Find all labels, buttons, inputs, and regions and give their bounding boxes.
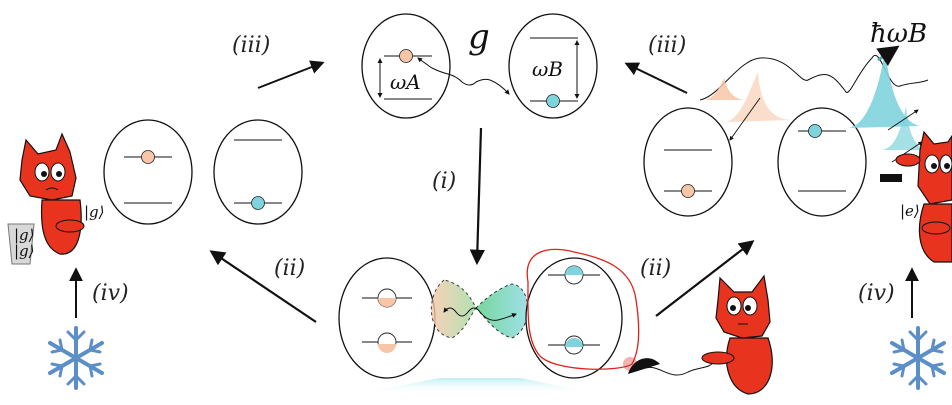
arrow-i — [469, 127, 486, 266]
bottom-coupling-wave — [443, 307, 517, 321]
ket-g-label: |g⟩ — [84, 203, 105, 221]
bottom-qubit-a-lower-fill — [378, 344, 396, 353]
photon-energy-label: ħωB — [870, 19, 927, 49]
probe-loop — [526, 248, 640, 370]
left-qubit-b-excitation — [251, 196, 265, 210]
qubit-a-ellipse — [361, 13, 451, 119]
qubit-b-excitation — [546, 94, 560, 108]
packet-a-direction-arrow — [729, 97, 761, 141]
right-demon-pupil-right — [944, 163, 950, 169]
bottom-demon-pupil-right — [745, 305, 751, 311]
snowflake-left-branches — [50, 330, 102, 386]
arrow-iii-left — [257, 60, 325, 89]
right-qubit-a-ellipse — [643, 107, 733, 217]
right-qubit-b-ellipse — [777, 107, 867, 217]
step-iv-right-label: (iv) — [858, 281, 895, 306]
arrow-iii-right — [624, 62, 688, 94]
left-demon-pupil-right — [56, 171, 62, 177]
packet-a-small — [703, 78, 744, 100]
packet-b-large — [848, 50, 920, 128]
bottom-qubit-b-ellipse — [525, 257, 623, 379]
right-demon-tool — [880, 174, 902, 182]
left-qubit-pair — [103, 119, 303, 225]
right-qubit-a-excitation — [681, 184, 695, 198]
left-demon-arm — [55, 219, 85, 233]
omega-b-label: ωB — [532, 57, 563, 81]
snowflake-left-arm-diagonal-b — [48, 341, 104, 375]
bottom-demon-arm — [701, 351, 735, 365]
right-demon-arm — [895, 153, 921, 167]
coupling-wave — [417, 57, 510, 95]
bottom-measurement — [338, 248, 717, 394]
bottom-demon-body — [726, 337, 773, 395]
bucket-ket-bottom: |g⟩ — [14, 242, 35, 260]
step-ii-left-label: (ii) — [274, 256, 305, 281]
bucket-icon — [7, 223, 35, 265]
demon-icon: |g⟩ |g⟩ |g⟩ — [7, 132, 105, 265]
snowflake-right-branches — [892, 330, 944, 386]
packet-b-direction-arrow-upper — [887, 109, 919, 131]
left-demon-mouth — [45, 187, 59, 191]
photon-arrow — [876, 45, 900, 67]
step-iii-left-label: (iii) — [232, 33, 270, 58]
bottom-qubit-b-upper-fill — [565, 266, 583, 275]
step-iii-right-label: (iii) — [648, 33, 686, 58]
snowflake-icon — [48, 326, 104, 390]
packet-b-small — [882, 106, 928, 150]
right-qubit-b-excitation — [808, 124, 822, 138]
bottom-qubit-a-upper-fill — [378, 298, 396, 307]
step-i-label: (i) — [432, 169, 456, 194]
left-qubit-b-ellipse — [213, 119, 303, 225]
omega-a-label: ωA — [390, 70, 421, 94]
bottom-demon-pupil-left — [730, 305, 736, 311]
detector-cable — [645, 359, 717, 376]
detector-icon — [628, 358, 660, 374]
arrow-ii-left — [209, 250, 317, 323]
qubit-a-excitation — [399, 49, 413, 63]
left-qubit-a-ellipse — [103, 119, 193, 225]
arrow-ii-right — [655, 240, 755, 317]
right-demon-lower-arm — [921, 221, 951, 235]
step-ii-right-label: (ii) — [640, 256, 671, 281]
step-iv-left-label: (iv) — [92, 281, 129, 306]
coupled-qubits-top: ωA ωB g — [361, 13, 598, 119]
bottom-qubit-a-ellipse — [338, 257, 436, 379]
packet-a-large — [725, 72, 790, 122]
right-demon-pupil-left — [931, 163, 937, 169]
left-demon-pupil-left — [41, 171, 47, 177]
bucket-ket-top: |g⟩ — [14, 226, 35, 244]
bottom-qubit-b-lower-fill — [565, 338, 583, 347]
coupling-label: g — [468, 17, 490, 57]
right-lobe — [475, 283, 529, 339]
snowflake-right-arm-diagonal-b — [890, 341, 946, 375]
emitted-wave-packets: ħωB — [699, 19, 929, 163]
light-beam — [356, 378, 600, 394]
demon-icon: |e⟩ — [880, 130, 952, 263]
emission-path — [699, 54, 929, 101]
right-qubit-pair — [643, 107, 867, 217]
demon-icon — [701, 274, 773, 395]
ket-e-label: |e⟩ — [900, 202, 920, 220]
snowflake-icon — [890, 326, 946, 390]
left-qubit-a-excitation — [141, 150, 155, 164]
